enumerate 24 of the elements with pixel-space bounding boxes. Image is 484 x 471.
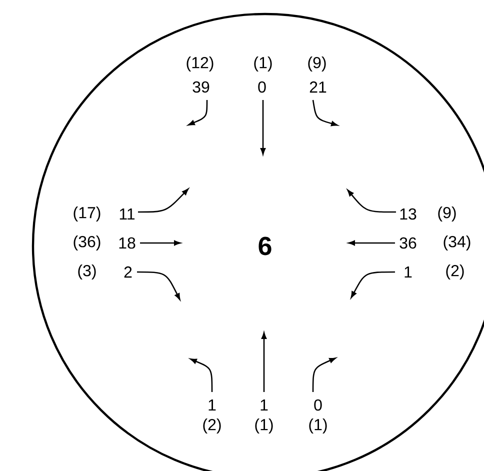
volume-label: 0 <box>258 81 266 93</box>
volume-label: 1 <box>404 266 412 278</box>
volume-label: (34) <box>444 236 470 250</box>
volume-label: 1 <box>208 400 216 410</box>
volume-label: (2) <box>446 264 464 280</box>
volume-label: (12) <box>186 56 214 72</box>
volume-label: (17) <box>74 206 100 222</box>
volume-label: 36 <box>400 237 416 249</box>
volume-label: (9) <box>438 206 456 222</box>
volume-label: (1) <box>255 418 273 434</box>
volume-label: (3) <box>78 264 96 280</box>
volume-label: (36) <box>74 236 100 250</box>
volume-label: 2 <box>124 266 132 278</box>
volume-label: (1) <box>309 418 327 434</box>
volume-label: 13 <box>400 208 416 220</box>
volume-label: (2) <box>203 418 221 434</box>
volume-label: 11 <box>120 208 135 220</box>
volume-label: 1 <box>260 400 268 410</box>
volume-label: (1) <box>254 56 272 72</box>
volume-label: 39 <box>192 81 210 93</box>
volume-label: (9) <box>308 56 326 72</box>
volume-label: 18 <box>119 237 136 249</box>
volume-label: 0 <box>314 399 322 411</box>
volume-label: 21 <box>310 81 326 93</box>
